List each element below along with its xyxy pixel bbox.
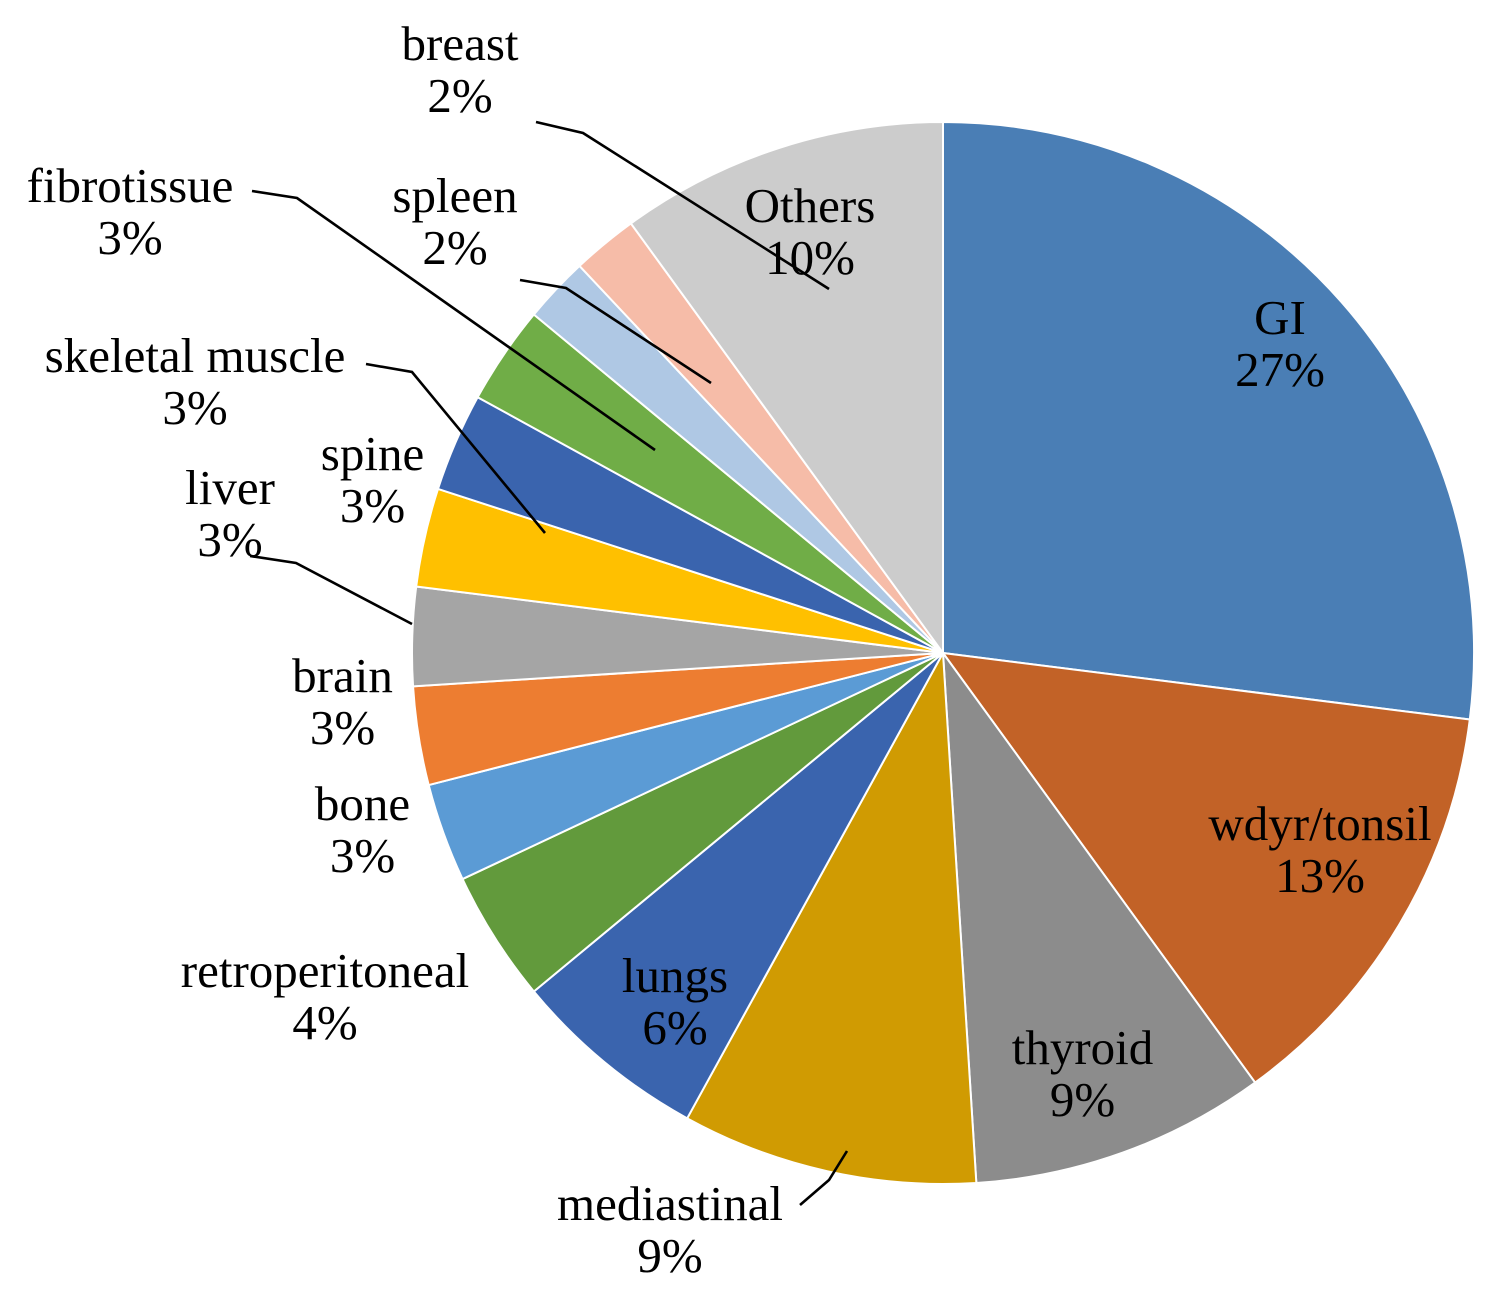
slice-label-thyroid-value: 9%	[1049, 1071, 1116, 1127]
slice-label-liver: liver 3%	[140, 462, 320, 566]
slice-label-fibrotissue: fibrotissue 3%	[0, 160, 270, 264]
leader-line-skeletal-muscle	[365, 362, 547, 534]
slice-label-wdyr-tonsil-value: 13%	[1275, 847, 1365, 903]
slice-label-skeletal-muscle-value: 3%	[162, 379, 228, 435]
slice-label-fibrotissue-value: 3%	[97, 209, 163, 265]
slice-label-brain: brain 3%	[250, 650, 435, 754]
pie-slice-group	[411, 120, 1475, 1185]
slice-label-fibrotissue-name: fibrotissue	[26, 158, 234, 213]
slice-label-breast-value: 2%	[427, 67, 493, 123]
slice-label-thyroid-name: thyroid	[1011, 1020, 1154, 1075]
slice-label-retroperitoneal-value: 4%	[292, 994, 358, 1050]
slice-label-bone-name: bone	[314, 776, 411, 831]
slice-label-mediastinal: mediastinal 9%	[490, 1178, 850, 1282]
leader-line-liver	[249, 554, 413, 626]
slice-label-brain-value: 3%	[309, 699, 376, 755]
leader-line-spleen	[519, 278, 712, 385]
pie-slice-lungs[interactable]	[532, 652, 944, 1120]
slice-label-wdyr-tonsil-name: wdyr/tonsil	[1208, 796, 1432, 851]
leader-line-group	[249, 120, 849, 1206]
slice-label-mediastinal-name: mediastinal	[557, 1176, 783, 1231]
pie-slice-gi[interactable]	[942, 120, 1475, 721]
slice-label-lungs-name: lungs	[621, 948, 729, 1003]
slice-label-spine: spine 3%	[280, 428, 465, 532]
slice-label-others-value: 10%	[765, 229, 855, 285]
slice-label-liver-value: 3%	[197, 511, 263, 567]
slice-label-liver-name: liver	[185, 460, 275, 515]
slice-label-others-name: Others	[744, 178, 876, 233]
slice-label-lungs: lungs 6%	[590, 950, 760, 1054]
leader-line-breast	[535, 120, 830, 291]
leader-line-mediastinal	[799, 1150, 849, 1206]
slice-label-gi-value: 27%	[1235, 341, 1325, 397]
slice-label-breast-name: breast	[401, 16, 519, 71]
slice-label-retroperitoneal-name: retroperitoneal	[180, 943, 470, 998]
leader-line-fibrotissue	[251, 189, 656, 452]
slice-label-bone: bone 3%	[270, 778, 455, 882]
slice-label-retroperitoneal: retroperitoneal 4%	[135, 945, 515, 1049]
slice-label-gi: GI 27%	[1185, 292, 1375, 396]
pie-slice-others[interactable]	[629, 120, 944, 657]
slice-label-others: Others 10%	[700, 180, 920, 284]
slice-label-gi-name: GI	[1254, 290, 1306, 345]
slice-label-spine-name: spine	[320, 426, 425, 481]
slice-label-spine-value: 3%	[339, 477, 406, 533]
slice-label-bone-value: 3%	[329, 827, 396, 883]
slice-label-wdyr-tonsil: wdyr/tonsil 13%	[1160, 798, 1480, 902]
slice-label-spleen-value: 2%	[422, 219, 488, 275]
slice-label-skeletal-muscle-name: skeletal muscle	[44, 328, 346, 383]
slice-label-thyroid: thyroid 9%	[975, 1022, 1190, 1126]
slice-label-skeletal-muscle: skeletal muscle 3%	[0, 330, 395, 434]
slice-label-mediastinal-value: 9%	[637, 1227, 703, 1283]
slice-label-lungs-value: 6%	[642, 999, 708, 1055]
pie-slice-wdyr-tonsil[interactable]	[940, 651, 1471, 1084]
slice-label-breast: breast 2%	[330, 18, 590, 122]
pie-slice-mediastinal[interactable]	[685, 649, 978, 1185]
slice-label-brain-name: brain	[292, 648, 393, 703]
slice-label-spleen: spleen 2%	[345, 170, 565, 274]
slice-label-spleen-name: spleen	[392, 168, 518, 223]
pie-slice-thyroid[interactable]	[941, 649, 1257, 1185]
